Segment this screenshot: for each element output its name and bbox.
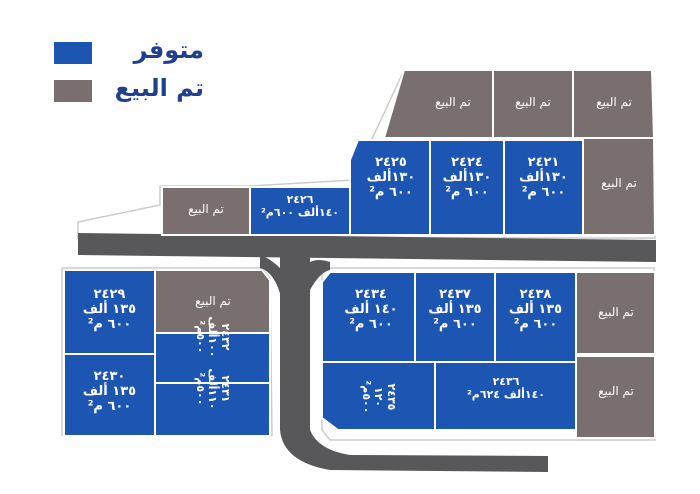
sold-label-lower-left: تم البيع (195, 294, 231, 308)
sold-label-right-top: تم البيع (601, 176, 637, 190)
main-road-horizontal (78, 233, 656, 262)
plot-2421-price: ١٣٠ألف (519, 169, 568, 185)
sold-label-left-top: تم البيع (188, 202, 224, 216)
plot-2424[interactable]: ٢٤٢٤ ١٣٠ألف ٦٠٠ م² (432, 155, 502, 201)
road-curve-right (310, 260, 330, 290)
plot-2435-number: ٢٤٣٥ (384, 383, 398, 411)
plot-sold-lower-right-a (575, 271, 656, 355)
sold-label-lower-right-b: تم البيع (598, 384, 634, 398)
plot-sold-top-b (492, 69, 574, 139)
legend-available: متوفر (54, 36, 214, 74)
plot-2424-shape (429, 139, 505, 236)
plot-2437-area: ٦٠٠ م² (433, 316, 477, 332)
plot-2429-shape (63, 269, 156, 355)
plot-2437-shape (414, 271, 496, 363)
plot-2424-area: ٦٠٠ م² (445, 184, 489, 200)
plot-2435-price: ١٢٠ (372, 386, 386, 408)
plot-2438-area: ٦٠٠ م² (513, 316, 558, 332)
plot-2436-number: ٢٤٣٦ (492, 375, 520, 388)
plot-2429-number: ٢٤٢٩ (93, 287, 126, 302)
plot-2430-area: ٦٠٠ م² (87, 398, 132, 414)
plot-2438[interactable]: ٢٤٣٨ ١٣٥ ألف ٦٠٠ م² (497, 287, 574, 333)
plot-2424-price: ١٣٠ألف (442, 169, 492, 185)
plot-2431[interactable]: ٢٤٣١ ١١٠ألف ٥٠٠م² (193, 349, 232, 429)
plot-sold-lower-right-b (575, 355, 656, 439)
sold-label-lower-right-a: تم البيع (598, 305, 634, 319)
road-curve-left (260, 255, 282, 300)
plot-2426[interactable]: ٢٤٢٦ ١٤٠ألف ٦٠٠م² (252, 193, 348, 219)
plot-2421-area: ٦٠٠ م² (521, 184, 566, 200)
plot-2426-price: ١٤٠ألف ٦٠٠م² (260, 205, 340, 219)
plot-2434-area: ٦٠٠ م² (349, 316, 393, 332)
plot-2431-number: ٢٤٣١ (218, 375, 232, 403)
plot-2425-number: ٢٤٢٥ (375, 155, 407, 170)
plot-2424-number: ٢٤٢٤ (451, 155, 483, 170)
plot-2435-area: ٥٠٠م² (359, 380, 373, 414)
plot-2421-shape (503, 139, 584, 236)
plot-2429[interactable]: ٢٤٢٩ ١٣٥ ألف ٦٠٠ م² (66, 287, 153, 333)
legend-available-swatch (54, 42, 92, 64)
plot-2434-price: ١٤٠ ألف (344, 301, 398, 317)
plot-2421[interactable]: ٢٤٢١ ١٣٠ألف ٦٠٠ م² (506, 155, 581, 201)
plot-2425-shape (349, 139, 431, 236)
plot-2431-price: ١١٠ألف (206, 368, 220, 410)
legend-sold-swatch (54, 80, 92, 102)
plot-2436[interactable]: ٢٤٣٦ ١٤٠ألف ٦٢٤م² (440, 375, 572, 401)
plot-2425-price: ١٣٠ألف (366, 169, 416, 185)
sold-label-top-b: تم البيع (515, 95, 551, 109)
plot-2437[interactable]: ٢٤٣٧ ١٣٥ ألف ٦٠٠ م² (417, 287, 493, 333)
plot-2432-shape (154, 332, 271, 384)
legend-sold: تم البيع (54, 74, 214, 112)
plot-2434[interactable]: ٢٤٣٤ ١٤٠ ألف ٦٠٠ م² (330, 287, 412, 333)
legend-available-label: متوفر (133, 36, 204, 64)
plot-2429-price: ١٣٥ ألف (82, 301, 137, 317)
plot-2431-shape (154, 382, 271, 437)
plot-2425-area: ٦٠٠ م² (369, 184, 413, 200)
roads (78, 233, 656, 472)
plot-2436-shape (434, 361, 577, 431)
main-road-vertical (280, 248, 548, 472)
plot-2430-price: ١٣٥ ألف (82, 383, 137, 399)
legend-sold-label: تم البيع (114, 74, 204, 102)
plot-2430-shape (63, 353, 156, 437)
plot-2434-number: ٢٤٣٤ (355, 287, 387, 302)
sold-label-top-c: تم البيع (596, 95, 632, 109)
sold-label-top-a: تم البيع (435, 95, 471, 109)
plot-2435-shape (321, 361, 436, 431)
plot-2435[interactable]: ٢٤٣٥ ١٢٠ ٥٠٠م² (359, 359, 398, 435)
plot-2426-number: ٢٤٢٦ (286, 193, 314, 206)
plot-2438-price: ١٣٥ ألف (508, 301, 563, 317)
plot-2438-number: ٢٤٣٨ (519, 287, 552, 302)
plot-2430-number: ٢٤٣٠ (93, 369, 126, 384)
plot-2431-area: ٥٠٠م² (193, 372, 207, 406)
plot-2425[interactable]: ٢٤٢٥ ١٣٠ألف ٦٠٠ م² (355, 155, 427, 201)
plot-2430[interactable]: ٢٤٣٠ ١٣٥ ألف ٦٠٠ م² (66, 369, 153, 415)
plot-2429-area: ٦٠٠ م² (87, 316, 132, 332)
plot-2421-number: ٢٤٢١ (527, 155, 560, 170)
legend: متوفر تم البيع (54, 36, 214, 112)
plot-2437-number: ٢٤٣٧ (439, 287, 471, 302)
plot-2426-shape (249, 186, 351, 236)
plot-2437-price: ١٣٥ ألف (428, 301, 482, 317)
plot-2436-price: ١٤٠ألف ٦٢٤م² (466, 387, 546, 401)
